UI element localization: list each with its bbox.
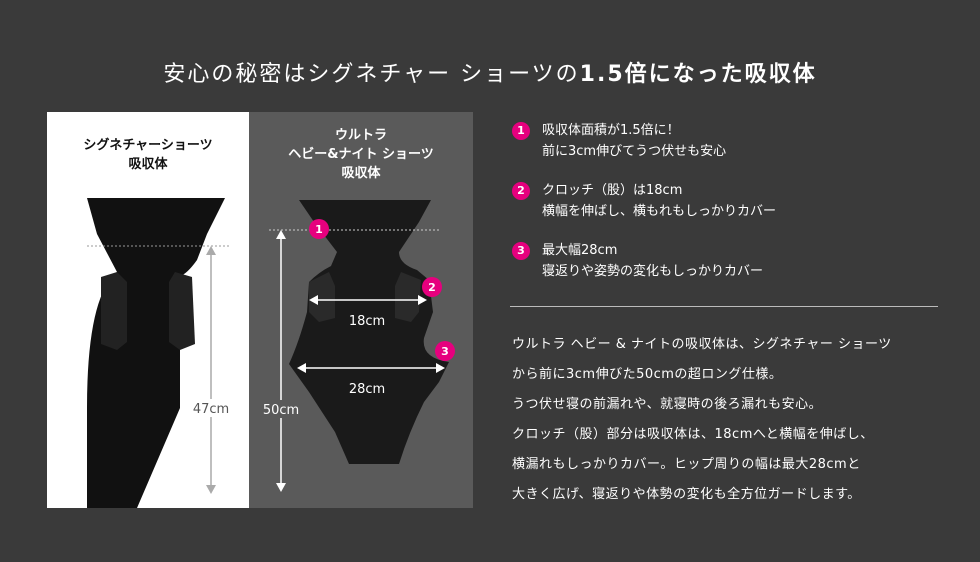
ultra-absorber-panel: ウルトラ ヘビー&ナイト ショーツ 吸収体 50cm 18cm 28cm 1 2… [249,112,473,508]
signature-title-line2: 吸収体 [128,157,168,172]
description-line: 大きく広げ、寝返りや体勢の変化も全方位ガードします。 [512,487,861,502]
headline-part1: 安心の秘密はシグネチャー ショーツの [163,62,580,87]
marker-3-label: 3 [441,345,449,358]
section-divider [510,306,938,307]
point-title: 吸収体面積が1.5倍に！ [542,123,680,138]
headline-part2: 1.5倍になった吸収体 [579,62,817,87]
signature-side-left [101,272,127,350]
signature-absorber-illustration: 47cm [87,198,235,508]
signature-absorber-panel: シグネチャーショーツ 吸収体 47cm [47,112,249,508]
ultra-arrow-top [276,230,286,239]
signature-arrow-top [206,246,216,255]
marker-1-label: 1 [315,223,323,236]
ultra-arrow-bottom [276,483,286,492]
marker-3 [435,341,455,361]
marker-2-label: 2 [428,281,436,294]
description-line: クロッチ（股）部分は吸収体は、18cmへと横幅を伸ばし、 [512,427,874,442]
point-number-badge: 1 [512,122,530,140]
description-line: うつ伏せ寝の前漏れや、就寝時の後ろ漏れも安心。 [512,397,823,412]
signature-side-right [169,272,195,350]
signature-panel-title: シグネチャーショーツ 吸収体 [47,136,249,174]
ultra-absorber-shape [289,200,449,464]
description-line: ウルトラ ヘビー & ナイトの吸収体は、シグネチャー ショーツ [512,337,892,352]
ultra-length-label: 50cm [263,403,299,418]
point-title: クロッチ（股）は18cm [542,183,683,198]
ultra-title-line2: ヘビー&ナイト ショーツ [288,147,434,162]
point-number-badge: 2 [512,182,530,200]
point-number-badge: 3 [512,242,530,260]
point-detail: 横幅を伸ばし、横もれもしっかりカバー [542,204,777,219]
feature-point-1: 1 吸収体面積が1.5倍に！ 前に3cm伸びてうつ伏せも安心 [512,120,952,162]
max-width-label: 28cm [349,382,385,397]
crotch-width-label: 18cm [349,314,385,329]
signature-length-label: 47cm [193,402,229,417]
ultra-title-line1: ウルトラ [334,128,387,143]
feature-point-3: 3 最大幅28cm 寝返りや姿勢の変化もしっかりカバー [512,240,952,282]
point-detail: 寝返りや姿勢の変化もしっかりカバー [542,264,764,279]
description-line: から前に3cm伸びた50cmの超ロング仕様。 [512,367,783,382]
ultra-title-line3: 吸収体 [341,166,381,181]
feature-point-2: 2 クロッチ（股）は18cm 横幅を伸ばし、横もれもしっかりカバー [512,180,952,222]
point-title: 最大幅28cm [542,243,618,258]
description-line: 横漏れもしっかりカバー。ヒップ周りの幅は最大28cmと [512,457,861,472]
marker-2 [422,277,442,297]
headline: 安心の秘密はシグネチャー ショーツの1.5倍になった吸収体 [0,56,980,88]
ultra-absorber-illustration: 50cm 18cm 28cm 1 2 3 [257,200,455,492]
ultra-wing-left [309,272,335,322]
signature-title-line1: シグネチャーショーツ [83,138,213,153]
signature-absorber-shape [87,198,225,508]
description-text: ウルトラ ヘビー & ナイトの吸収体は、シグネチャー ショーツ から前に3cm伸… [512,330,952,510]
point-detail: 前に3cm伸びてうつ伏せも安心 [542,144,727,159]
signature-arrow-bottom [206,485,216,494]
ultra-wing-right [395,272,421,322]
marker-1 [309,219,329,239]
feature-points: 1 吸収体面積が1.5倍に！ 前に3cm伸びてうつ伏せも安心 2 クロッチ（股）… [512,120,952,300]
ultra-panel-title: ウルトラ ヘビー&ナイト ショーツ 吸収体 [249,126,473,183]
